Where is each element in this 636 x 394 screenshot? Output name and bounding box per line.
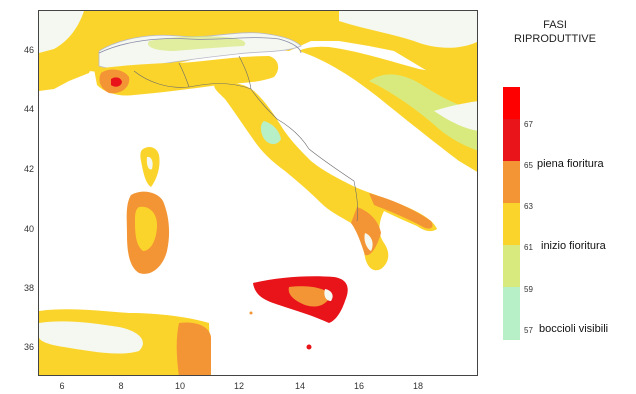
y-tick-38: 38 [23, 283, 34, 293]
corsica-highlands [146, 156, 153, 170]
colorbar-seg-63 [503, 203, 520, 245]
y-tick-42: 42 [23, 164, 34, 174]
phase-label-piena-fioritura: piena fioritura [537, 158, 604, 170]
x-tick-16: 16 [353, 381, 364, 391]
etna-snow [324, 289, 333, 301]
x-tick-18: 18 [412, 381, 423, 391]
x-tick-12: 12 [233, 381, 244, 391]
phase-label-inizio-fioritura: inizio fioritura [541, 240, 606, 252]
phenology-map [38, 10, 478, 376]
alpine-border [98, 37, 302, 54]
y-tick-40: 40 [23, 224, 34, 234]
x-tick-6: 6 [59, 381, 65, 391]
balkan-snow [434, 101, 477, 131]
y-tick-46: 46 [23, 45, 34, 55]
pantelleria-island [249, 311, 253, 315]
sardinia-inland [135, 206, 157, 251]
colorbar-seg-top [503, 87, 520, 119]
colorbar-label-61: 61 [524, 243, 533, 252]
colorbar-label-59: 59 [524, 285, 533, 294]
colorbar-seg-61 [503, 245, 520, 287]
north-africa-highlands [39, 321, 143, 354]
y-tick-44: 44 [23, 104, 34, 114]
apennine-cold [260, 121, 281, 145]
western-highlands [39, 11, 84, 53]
x-tick-8: 8 [118, 381, 124, 391]
colorbar [503, 87, 520, 340]
phase-label-boccioli-visibili: boccioli visibili [539, 323, 609, 335]
colorbar-label-63: 63 [524, 202, 533, 211]
x-tick-10: 10 [174, 381, 185, 391]
balkan-highlands [369, 74, 477, 151]
sicily-inland [288, 286, 331, 307]
colorbar-label-67: 67 [524, 120, 533, 129]
regional-borders [133, 55, 359, 222]
balkan-coast [299, 46, 477, 172]
piedmont-hottest [111, 77, 122, 87]
colorbar-label-57: 57 [524, 326, 533, 335]
colorbar-seg-67 [503, 119, 520, 161]
alps-cool-belt [148, 36, 246, 51]
apulia-hot [369, 193, 433, 229]
colorbar-seg-65 [503, 161, 520, 203]
colorbar-seg-59 [503, 287, 520, 340]
legend-title-line1: FASI [543, 19, 567, 31]
tunisia-hot [176, 322, 211, 375]
colorbar-label-65: 65 [524, 161, 533, 170]
legend-title-line2: RIPRODUTTIVE [514, 33, 596, 45]
calabria-snow [364, 233, 373, 251]
calabria-hot [351, 207, 381, 256]
malta-island [306, 344, 312, 350]
po-valley [94, 56, 279, 96]
y-tick-36: 36 [23, 342, 34, 352]
north-east-highlands [339, 11, 477, 48]
map-svg [39, 11, 477, 375]
legend-title: FASI RIPRODUTTIVE [500, 18, 610, 46]
x-tick-14: 14 [294, 381, 305, 391]
